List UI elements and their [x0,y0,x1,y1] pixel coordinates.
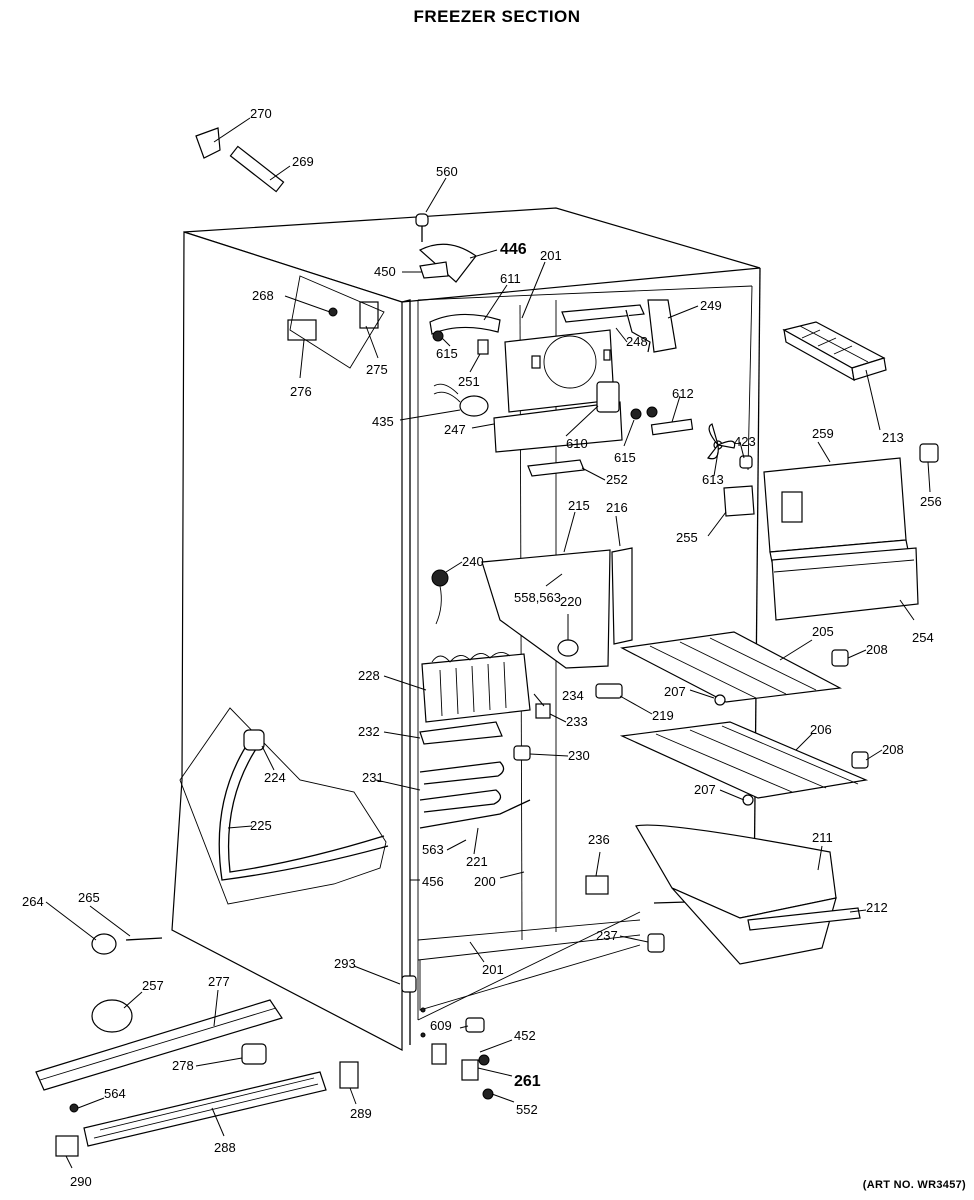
callout-613: 613 [702,472,724,487]
callout-213: 213 [882,430,904,445]
callout-564: 564 [104,1086,126,1101]
callout-232: 232 [358,724,380,739]
callout-207-top: 207 [664,684,686,699]
callout-264: 264 [22,894,44,909]
callout-610: 610 [566,436,588,451]
callout-201-top: 201 [540,248,562,263]
callout-290: 290 [70,1174,92,1189]
callout-615-right: 615 [614,450,636,465]
callout-207-bottom: 207 [694,782,716,797]
evaporator-cover [481,459,633,669]
callout-269: 269 [292,154,314,169]
callout-265: 265 [78,890,100,905]
callout-220: 220 [560,594,582,609]
callout-563: 563 [422,842,444,857]
ice-bin-panel [723,443,939,621]
base-parts [35,933,665,1157]
callout-208-bottom: 208 [882,742,904,757]
callout-278: 278 [172,1058,194,1073]
leader-lines [45,117,931,1169]
callout-552: 552 [516,1102,538,1117]
callout-252: 252 [606,472,628,487]
callout-450: 450 [374,264,396,279]
diagram-title: FREEZER SECTION [413,7,580,26]
callout-612: 612 [672,386,694,401]
freezer-basket [635,824,861,965]
callout-225: 225 [250,818,272,833]
callout-224: 224 [264,770,286,785]
callout-259: 259 [812,426,834,441]
callout-236: 236 [588,832,610,847]
callout-275: 275 [366,362,388,377]
callout-257: 257 [142,978,164,993]
callout-268: 268 [252,288,274,303]
callout-221: 221 [466,854,488,869]
art-number: (ART NO. WR3457) [863,1179,966,1191]
callout-251: 251 [458,374,480,389]
callout-231: 231 [362,770,384,785]
callout-456: 456 [422,874,444,889]
callout-219: 219 [652,708,674,723]
callout-248: 248 [626,334,648,349]
callout-560: 560 [436,164,458,179]
callout-249: 249 [700,298,722,313]
ice-tray [782,321,887,382]
callout-240: 240 [462,554,484,569]
callout-435: 435 [372,414,394,429]
callout-216: 216 [606,500,628,515]
callout-208-top: 208 [866,642,888,657]
callout-206: 206 [810,722,832,737]
callout-276: 276 [290,384,312,399]
callout-230: 230 [568,748,590,763]
drain-heaters [419,683,623,895]
callout-558-563: 558,563 [514,590,561,605]
callout-615-left: 615 [436,346,458,361]
evaporator [421,569,531,723]
callout-234: 234 [562,688,584,703]
duct-bracket [561,299,677,353]
callout-254: 254 [912,630,934,645]
callout-228: 228 [358,668,380,683]
callout-labels: 270 269 560 446 450 201 611 268 249 615 … [22,106,942,1189]
callout-205: 205 [812,624,834,639]
callout-211: 211 [812,830,833,845]
callout-201-bottom: 201 [482,962,504,977]
callout-277: 277 [208,974,230,989]
callout-261: 261 [514,1073,541,1090]
callout-611: 611 [500,271,521,286]
callout-255: 255 [676,530,698,545]
wire-shelves [619,631,869,806]
callout-609: 609 [430,1018,452,1033]
callout-293: 293 [334,956,356,971]
callout-215: 215 [568,498,590,513]
callout-233: 233 [566,714,588,729]
callout-247: 247 [444,422,466,437]
callout-200: 200 [474,874,496,889]
callout-452: 452 [514,1028,536,1043]
callout-237: 237 [596,928,618,943]
callout-446: 446 [500,241,527,258]
callout-256: 256 [920,494,942,509]
callout-270: 270 [250,106,272,121]
callout-423: 423 [734,434,756,449]
callout-212: 212 [866,900,888,915]
fan-blade [707,423,736,460]
light-bracket [287,275,501,417]
drain-tube [179,707,389,905]
callout-289: 289 [350,1106,372,1121]
callout-288: 288 [214,1140,236,1155]
fan-housing-panel [493,329,694,453]
